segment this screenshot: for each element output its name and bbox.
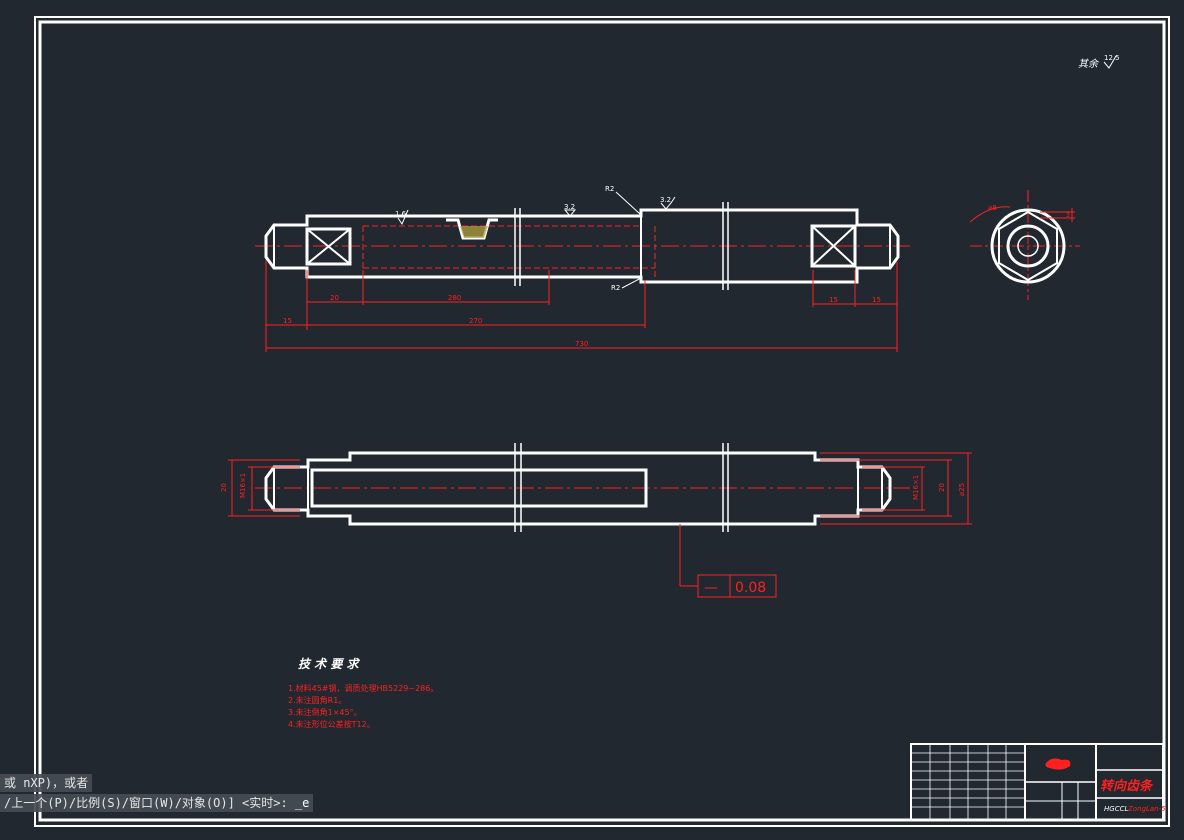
outer-frame — [34, 16, 1170, 827]
command-history-line: 或 nXP)，或者 — [0, 774, 93, 792]
front-dimensions — [265, 260, 898, 352]
break-lines — [514, 202, 729, 290]
dim-270: 270 — [469, 317, 482, 325]
roughness-icon-2 — [563, 209, 577, 217]
command-input-line[interactable]: /上一个(P)/比例(S)/窗口(W)/对象(O)] <实时>: _e — [0, 794, 314, 812]
roughness-icon-3 — [660, 196, 676, 210]
dim-730: 730 — [575, 340, 588, 348]
tolerance-symbol: — — [704, 580, 718, 596]
roughness-1: 1.6 — [395, 210, 407, 218]
rack-face — [310, 468, 648, 508]
roughness-symbol-icon — [1103, 55, 1117, 69]
title-block — [910, 743, 1164, 821]
bottom-dimensions — [228, 452, 972, 587]
thread-right: M16×1 — [912, 475, 920, 500]
dia-right-25: ⌀25 — [958, 483, 966, 496]
dim-280: 280 — [448, 294, 461, 302]
bottom-view — [228, 443, 972, 598]
tech-requirements: 技 术 要 求 1.材料45#钢，调质处理HB5229~286。 2.未注圆角R… — [288, 657, 438, 729]
dim-15-left: 15 — [283, 317, 292, 325]
radius-top: R2 — [605, 185, 614, 193]
bottom-outline — [264, 451, 892, 526]
part-name: 转向齿条 — [1100, 778, 1154, 794]
dim-15-right-b: 15 — [872, 296, 881, 304]
radius-bottom-leader — [621, 277, 642, 289]
tech-item-2: 2.未注圆角R1。 — [288, 695, 346, 705]
dim-right-20: 20 — [938, 483, 946, 492]
roughness-3: 3.2 — [660, 196, 671, 204]
tech-item-4: 4.未注形位公差按T12。 — [288, 719, 375, 729]
roughness-note-label: 其余 — [1078, 58, 1100, 70]
command-prompt-text: /上一个(P)/比例(S)/窗口(W)/对象(O)] <实时>: — [4, 796, 295, 810]
drawing-number: HGCCL — [1104, 805, 1128, 813]
logo-icon — [1045, 758, 1071, 770]
flat-left — [305, 227, 352, 266]
front-view: 1.6 3.2 3.2 R2 R2 20 280 15 270 730 — [255, 185, 910, 352]
bottom-break-lines — [514, 443, 729, 532]
side-view — [969, 190, 1080, 300]
thread-left: M16×1 — [239, 473, 247, 498]
tech-title: 技 术 要 求 — [298, 657, 361, 671]
dim-20: 20 — [330, 294, 339, 302]
inner-frame — [38, 20, 1166, 822]
tech-item-1: 1.材料45#钢，调质处理HB5229~286。 — [288, 683, 438, 693]
roughness-note: 其余 12.5 — [1078, 54, 1120, 70]
dim-left-20: 20 — [220, 483, 228, 492]
side-dia-label: ⌀8 — [988, 204, 997, 212]
command-input[interactable]: _e — [294, 796, 310, 810]
dim-15-right-a: 15 — [829, 296, 838, 304]
roughness-2: 3.2 — [564, 203, 575, 211]
roughness-icon-1 — [397, 209, 409, 226]
radius-bottom: R2 — [611, 284, 620, 292]
drawing-number-suffix: ZongLan-5 — [1127, 805, 1166, 813]
roughness-note-value: 12.5 — [1104, 54, 1120, 62]
radius-top-leader — [615, 191, 641, 215]
tooth-hatch — [460, 226, 488, 238]
tech-item-3: 3.未注倒角1×45°。 — [288, 707, 362, 717]
side-dim-small: 3 — [1066, 212, 1070, 219]
command-history-text: 或 nXP)，或者 — [4, 776, 89, 790]
flat-right — [810, 224, 857, 268]
tolerance-value: 0.08 — [735, 580, 766, 596]
tolerance-frame — [697, 574, 777, 598]
